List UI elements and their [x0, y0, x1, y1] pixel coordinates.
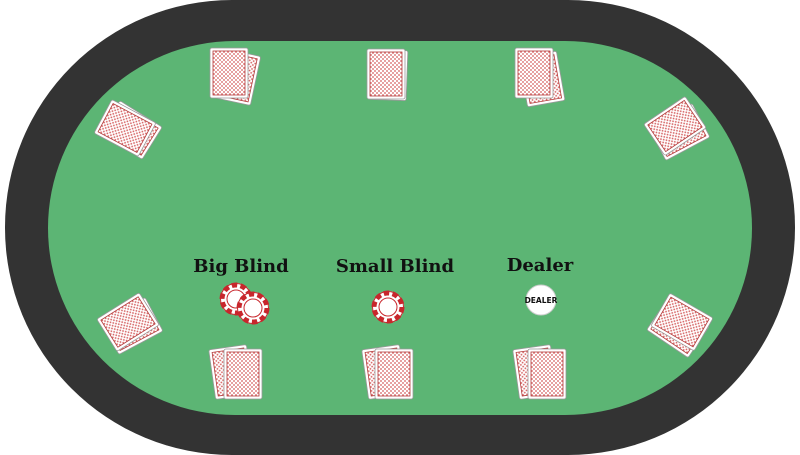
card-back [223, 348, 263, 400]
dealer-button: DEALER [525, 284, 558, 316]
dealer-button-text: DEALER [525, 296, 558, 305]
seat-right-upper [644, 96, 710, 161]
seat-right-lower [647, 293, 713, 358]
big-blind-chips [219, 282, 270, 325]
seat-top-left [209, 47, 261, 106]
card-back [514, 47, 554, 99]
poker-chip [371, 290, 405, 324]
seat-left-upper [94, 99, 162, 160]
seat-top-center [366, 48, 409, 101]
card-back [209, 47, 249, 99]
seat-bottom-center [361, 344, 414, 400]
card-back [374, 348, 414, 400]
card-back [94, 99, 156, 157]
seat-bottom-left [208, 344, 263, 400]
card-back [97, 292, 159, 352]
seat-bottom-right [512, 344, 567, 400]
seat-top-right [514, 47, 566, 108]
big-blind-label: Big Blind [193, 256, 289, 277]
card-back [651, 293, 713, 351]
table-felt [48, 41, 752, 415]
seat-left-lower [97, 292, 163, 355]
card-back [527, 348, 567, 400]
small-blind-chips [371, 290, 405, 324]
dealer-label: Dealer [507, 255, 574, 276]
card-back [366, 48, 406, 100]
small-blind-label: Small Blind [336, 256, 455, 277]
card-back [644, 96, 706, 156]
poker-chip [236, 291, 270, 325]
